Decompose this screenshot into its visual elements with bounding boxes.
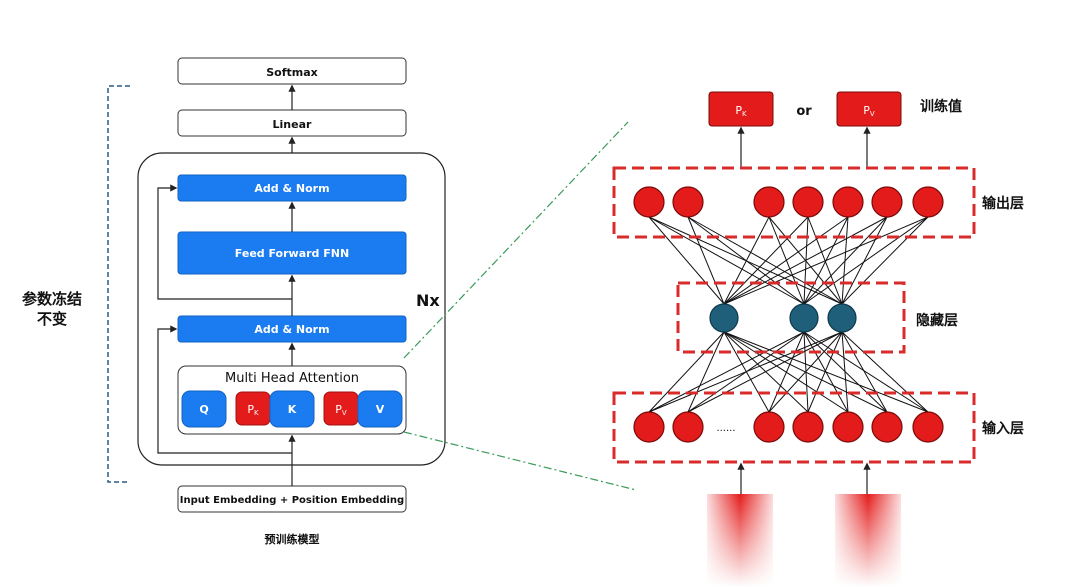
frozen-bracket bbox=[107, 85, 130, 483]
network-edges bbox=[648, 216, 929, 413]
hidden-node bbox=[709, 303, 739, 333]
frozen-label-line1: 参数冻结 bbox=[22, 290, 82, 308]
q-token bbox=[181, 390, 227, 428]
input-node bbox=[672, 411, 704, 443]
add-norm-top-box bbox=[177, 174, 407, 202]
q-token-label: Q bbox=[199, 403, 208, 416]
connector-top bbox=[403, 121, 629, 359]
input-bar-left-glow bbox=[707, 494, 773, 587]
edge-hidden-output bbox=[803, 216, 929, 305]
edge-input-hidden bbox=[803, 331, 929, 413]
edge-input-hidden bbox=[768, 331, 843, 413]
prefix-network: PK or PV 训练值 输出层 隐藏层 输入层 ...... bbox=[612, 91, 1024, 587]
residual-upper bbox=[157, 184, 292, 300]
v-token-label: V bbox=[376, 403, 385, 416]
edge-input-hidden bbox=[807, 331, 843, 413]
input-layer-box bbox=[612, 391, 976, 464]
edge-input-hidden bbox=[648, 331, 805, 413]
input-node bbox=[792, 411, 824, 443]
pv-output-label: PV bbox=[863, 104, 875, 118]
pk-output-label: PK bbox=[735, 104, 747, 118]
input-ellipsis: ...... bbox=[716, 423, 735, 434]
edge-input-hidden bbox=[687, 331, 843, 413]
edge-hidden-output bbox=[648, 216, 843, 305]
hidden-layer-label: 隐藏层 bbox=[916, 312, 958, 329]
edge-hidden-output bbox=[687, 216, 725, 305]
edge-input-hidden bbox=[768, 331, 805, 413]
edge-hidden-output bbox=[648, 216, 725, 305]
edge-input-hidden bbox=[841, 331, 888, 413]
edge-hidden-output bbox=[807, 216, 843, 305]
transformer-diagram: 参数冻结 不变 Softmax Linear Nx Add & Norm Fee… bbox=[22, 57, 446, 546]
output-node bbox=[792, 186, 824, 218]
residual-lower bbox=[157, 325, 292, 454]
output-node bbox=[753, 186, 785, 218]
pv-token-label: PV bbox=[335, 403, 347, 417]
input-node bbox=[871, 411, 903, 443]
edge-hidden-output bbox=[841, 216, 929, 305]
edge-input-hidden bbox=[803, 331, 849, 413]
connector-bottom bbox=[403, 431, 637, 491]
k-token bbox=[269, 390, 315, 428]
model-caption: 预训练模型 bbox=[265, 532, 320, 546]
output-layer-box bbox=[612, 166, 976, 239]
output-node bbox=[832, 186, 864, 218]
edge-hidden-output bbox=[841, 216, 888, 305]
embedding-label: Input Embedding + Position Embedding bbox=[180, 495, 404, 506]
hidden-node bbox=[789, 303, 819, 333]
output-node bbox=[871, 186, 903, 218]
add-norm-top-label: Add & Norm bbox=[254, 182, 329, 195]
softmax-box bbox=[177, 57, 407, 85]
hidden-layer-box bbox=[676, 281, 906, 354]
softmax-label: Softmax bbox=[266, 66, 318, 79]
k-token-label: K bbox=[288, 403, 297, 416]
edge-input-hidden bbox=[648, 331, 843, 413]
edge-input-hidden bbox=[648, 331, 725, 413]
frozen-label-line2: 不变 bbox=[37, 310, 67, 328]
pk-token-label: PK bbox=[247, 403, 259, 417]
output-node bbox=[633, 186, 665, 218]
v-token bbox=[357, 390, 403, 428]
trained-label: 训练值 bbox=[920, 98, 962, 115]
edge-hidden-output bbox=[803, 216, 849, 305]
edge-input-hidden bbox=[687, 331, 725, 413]
or-label: or bbox=[796, 104, 812, 119]
edge-input-hidden bbox=[841, 331, 849, 413]
output-layer-label: 输出层 bbox=[982, 195, 1024, 212]
add-norm-bottom-label: Add & Norm bbox=[254, 323, 329, 336]
edge-hidden-output bbox=[768, 216, 843, 305]
mha-title: Multi Head Attention bbox=[225, 371, 359, 386]
network-nodes bbox=[633, 186, 944, 443]
edge-hidden-output bbox=[768, 216, 805, 305]
edge-input-hidden bbox=[841, 331, 929, 413]
output-node bbox=[672, 186, 704, 218]
edge-hidden-output bbox=[648, 216, 805, 305]
repeat-label: Nx bbox=[416, 291, 440, 310]
pk-output-box bbox=[708, 91, 774, 127]
input-node bbox=[633, 411, 665, 443]
input-layer-label: 输入层 bbox=[982, 420, 1024, 437]
input-node bbox=[753, 411, 785, 443]
input-node bbox=[832, 411, 864, 443]
linear-label: Linear bbox=[273, 118, 312, 131]
hidden-node bbox=[827, 303, 857, 333]
input-node bbox=[912, 411, 944, 443]
output-node bbox=[912, 186, 944, 218]
edge-hidden-output bbox=[841, 216, 849, 305]
input-bar-right-glow bbox=[835, 494, 901, 587]
pv-output-box bbox=[836, 91, 902, 127]
edge-hidden-output bbox=[687, 216, 843, 305]
ffn-label: Feed Forward FNN bbox=[235, 247, 349, 260]
